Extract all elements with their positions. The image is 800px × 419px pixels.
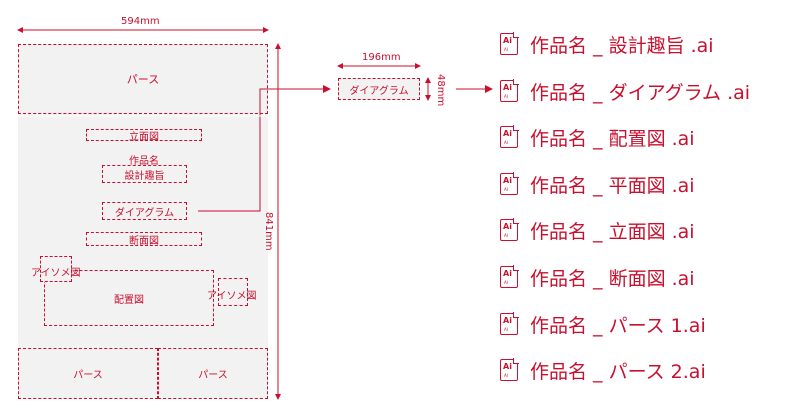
isometric-right-label: アイソメ図 (207, 291, 257, 302)
design-intent-box: 設計趣旨 (102, 165, 187, 183)
file-name: 作品名 _ パース 2.ai (530, 360, 706, 383)
file-name: 作品名 _ 断面図 .ai (530, 267, 695, 290)
sheet-panel (18, 44, 268, 399)
bottom-perspective-2-box: パース (158, 348, 268, 399)
file-name: 作品名 _ ダイアグラム .ai (530, 81, 751, 104)
detail-height-label: 48mm (435, 74, 446, 107)
work-name-label: 作品名 (129, 156, 159, 167)
elevation-box: 立面図 (86, 129, 202, 143)
file-name: 作品名 _ 設計趣旨 .ai (530, 34, 714, 57)
isometric-left-label: アイソメ図 (31, 268, 81, 279)
diagram-connector (198, 85, 331, 212)
file-name: 作品名 _ 平面図 .ai (530, 174, 695, 197)
file-name: 作品名 _ 立面図 .ai (530, 220, 695, 243)
file-name: 作品名 _ 配置図 .ai (530, 127, 695, 150)
isometric-left-box (40, 256, 72, 282)
layout-plan-box: 配置図 (44, 270, 214, 326)
top-perspective-box: パース (18, 44, 268, 114)
sheet-height-label: 841mm (263, 212, 274, 251)
file-name: 作品名 _ パース 1.ai (530, 314, 706, 337)
isometric-right-box (218, 278, 248, 306)
sheet-width-label: 594mm (121, 16, 160, 27)
bottom-perspective-1-box: パース (18, 348, 158, 399)
detail-width-label: 196mm (362, 52, 401, 63)
diagram-box: ダイアグラム (102, 202, 187, 220)
section-box: 断面図 (86, 232, 202, 247)
detail-diagram-box: ダイアグラム (338, 78, 420, 100)
